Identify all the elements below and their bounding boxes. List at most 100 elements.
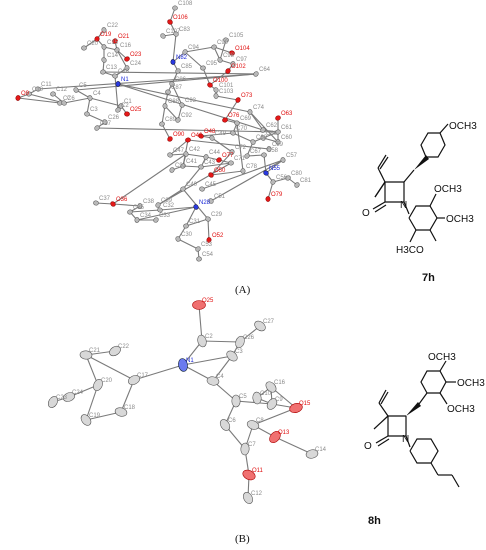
atom-label-C105: C105 [229, 33, 244, 39]
atom-O21 [112, 38, 118, 44]
structure-8h-labels: OCH3 OCH3 OCH3 O N 8h [364, 352, 485, 527]
7h-ome-meta-top: OCH3 [434, 184, 462, 195]
atom-O102 [225, 68, 231, 74]
atom-label-O76: O76 [228, 113, 240, 119]
atom-label-C66: C66 [266, 131, 278, 137]
atom-label-O100: O100 [213, 78, 228, 84]
atom-C39 [155, 202, 161, 208]
atom-C10 [26, 91, 32, 97]
atom-C4 [87, 95, 93, 101]
atom-label-C1: C1 [124, 99, 132, 105]
atom-C20 [93, 379, 103, 391]
atom-label-C54: C54 [202, 252, 214, 258]
atom-label-C64: C64 [259, 67, 271, 73]
atom-label-C20: C20 [101, 378, 113, 384]
bond-C13-C64 [102, 71, 257, 75]
atom-C81 [294, 182, 300, 188]
atom-C69 [234, 120, 240, 126]
atom-C44 [203, 154, 209, 160]
atom-O52 [206, 237, 212, 243]
atom-label-O73: O73 [241, 93, 253, 99]
atom-label-C12: C12 [251, 491, 263, 497]
atom-C29 [205, 216, 211, 222]
atom-label-C3: C3 [235, 349, 243, 355]
atom-label-C9: C9 [275, 397, 283, 403]
atom-O106 [167, 19, 173, 25]
atom-C38 [137, 203, 143, 209]
atom-label-C22: C22 [107, 23, 119, 29]
atom-C89 [159, 121, 165, 127]
atom-C10 [252, 391, 262, 405]
atom-C5 [73, 87, 79, 93]
atom-label-O90: O90 [173, 132, 185, 138]
atom-label-C33: C33 [159, 213, 171, 219]
bond-C29-O52 [207, 218, 210, 241]
atom-O13 [269, 430, 281, 444]
atom-C99 [211, 44, 217, 50]
atom-C30 [175, 236, 181, 242]
atom-label-C67: C67 [250, 149, 262, 155]
atom-C35 [127, 209, 133, 215]
atom-label-C7: C7 [248, 442, 256, 448]
atom-label-C93: C93 [185, 98, 197, 104]
atom-C22 [101, 27, 107, 33]
atom-label-C70: C70 [236, 126, 248, 132]
bond-C71-C43 [200, 162, 232, 168]
7h-ome-para: OCH3 [449, 121, 477, 132]
atom-label-C24: C24 [72, 390, 84, 396]
bond-C71-C39 [157, 162, 232, 206]
atom-label-C83: C83 [179, 27, 191, 33]
bond-O9-C7 [17, 97, 61, 104]
atom-label-C5: C5 [79, 83, 87, 89]
bond-C17-C21 [85, 354, 135, 381]
atom-label-C88: C88 [168, 99, 180, 105]
bond-C6-C4 [63, 97, 91, 104]
panel-b-atoms [47, 300, 319, 504]
atom-label-C41: C41 [186, 159, 198, 165]
bond-C70-O48 [200, 132, 234, 137]
atom-label-C62: C62 [266, 123, 278, 129]
bond-O13-C14 [274, 436, 313, 455]
atom-label-C51: C51 [214, 194, 226, 200]
atom-label-C81: C81 [300, 178, 312, 184]
bond-N28-C34 [136, 206, 197, 221]
bond-C30-C53 [177, 238, 199, 250]
bond-C2-C26 [201, 340, 241, 343]
atom-label-C14: C14 [107, 53, 119, 59]
atom-C80 [285, 175, 291, 181]
atom-label-O19: O19 [100, 32, 112, 38]
atom-C105 [223, 37, 229, 43]
atom-C47 [167, 152, 173, 158]
atom-label-O36: O36 [116, 197, 128, 203]
atom-label-C92: C92 [181, 113, 193, 119]
panel-a-caption: (A) [235, 284, 251, 296]
atom-label-C6: C6 [67, 96, 75, 102]
atom-label-C103: C103 [219, 89, 234, 95]
bond-C57-C51 [210, 159, 284, 202]
atom-label-O15: O15 [299, 401, 311, 407]
atom-label-C71: C71 [234, 156, 246, 162]
atom-O36 [110, 201, 116, 207]
atom-C74 [247, 109, 253, 115]
atom-C2 [197, 334, 207, 348]
atom-C20 [81, 45, 87, 51]
atom-O104 [229, 50, 235, 56]
atom-label-C18: C18 [124, 405, 136, 411]
atom-C87 [165, 89, 171, 95]
bond-C93-C86 [171, 83, 183, 106]
bond-C83-N82 [172, 33, 177, 63]
atom-C23 [47, 396, 59, 408]
atom-C59 [266, 146, 272, 152]
8h-ome-lower: OCH3 [447, 404, 475, 415]
atom-C68 [250, 139, 256, 145]
atom-label-C97: C97 [236, 57, 248, 63]
atom-label-O50: O50 [214, 168, 226, 174]
atom-C86 [169, 81, 175, 87]
atom-C12 [243, 492, 253, 504]
atom-label-C49: C49 [215, 131, 227, 137]
atom-label-O63: O63 [281, 111, 293, 117]
bond-C89-O90 [161, 123, 171, 140]
atom-O9 [15, 95, 21, 101]
